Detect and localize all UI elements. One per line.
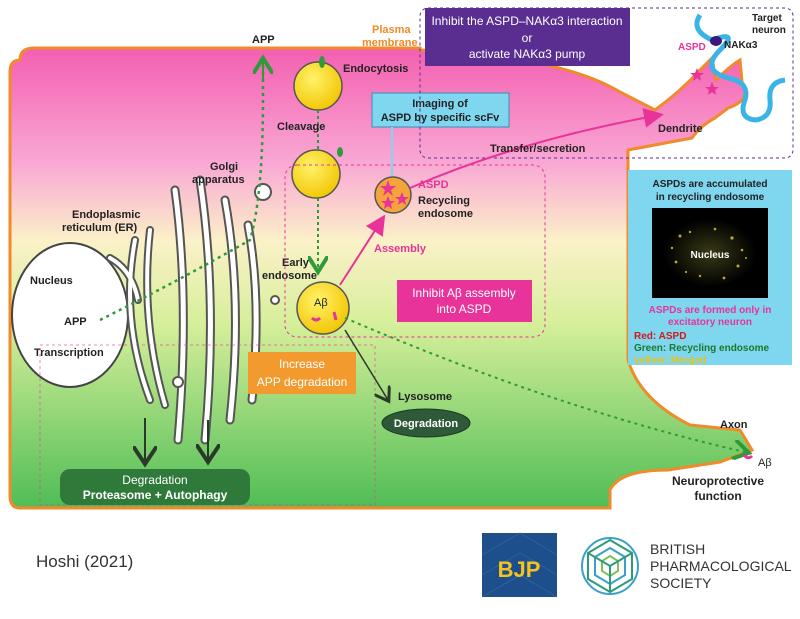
micrograph-caption-1: ASPDs are formed only in bbox=[649, 305, 772, 316]
axon-label: Axon bbox=[720, 419, 748, 431]
golgi-vesicle bbox=[254, 183, 272, 201]
inhibit-assembly-box bbox=[397, 280, 532, 322]
degradation-bottom-line2: Proteasome + Autophagy bbox=[83, 488, 228, 502]
early-endosome-label-1: Early bbox=[282, 257, 310, 269]
assembly-arrow bbox=[339, 214, 386, 286]
recycling-region bbox=[284, 164, 546, 338]
micrograph-title-1: ASPDs are accumulated bbox=[652, 179, 767, 190]
golgi-label-line2: apparatus bbox=[192, 174, 245, 186]
neuroprotective-label-1: Neuroprotective bbox=[672, 474, 764, 488]
aspd-label: ASPD bbox=[418, 179, 449, 191]
plasma-membrane-label-2: membrane bbox=[362, 37, 418, 49]
micrograph-caption-2: excitatory neuron bbox=[668, 317, 752, 328]
endocytosis-label: Endocytosis bbox=[343, 63, 408, 75]
society-name-3: SOCIETY bbox=[650, 575, 712, 591]
aspd-stars bbox=[380, 180, 409, 209]
increase-degradation-line2: APP degradation bbox=[257, 375, 348, 389]
recycling-endosome-label-2: endosome bbox=[418, 208, 473, 220]
inhibit-assembly-line2: into ASPD bbox=[437, 302, 492, 316]
transcription-label: Transcription bbox=[34, 347, 104, 359]
naka3-marker bbox=[710, 36, 722, 46]
abeta-label: Aβ bbox=[314, 297, 328, 309]
society-emblem bbox=[581, 537, 639, 595]
society-name-2: PHARMACOLOGICAL bbox=[650, 558, 792, 574]
inhibit-interaction-line3: activate NAKα3 pump bbox=[469, 47, 586, 61]
transfer-secretion-arrow bbox=[409, 107, 664, 189]
assembly-label: Assembly bbox=[374, 243, 427, 255]
recycling-endosome bbox=[374, 176, 412, 214]
micrograph-legend-yellow: yellow: Merged bbox=[634, 355, 706, 366]
micrograph-legend-red: Red: ASPD bbox=[634, 331, 686, 342]
imaging-box-line1: Imaging of bbox=[412, 98, 468, 110]
imaging-box-line2: ASPD by specific scFv bbox=[381, 112, 500, 124]
er-label-line2: reticulum (ER) bbox=[62, 222, 138, 234]
early-endosome-label-2: endosome bbox=[262, 270, 317, 282]
neuroprotective-label-2: function bbox=[694, 489, 741, 503]
naka3-target-label: NAKα3 bbox=[724, 40, 758, 51]
inhibit-assembly-line1: Inhibit Aβ assembly bbox=[412, 286, 516, 300]
target-aspd-stars bbox=[690, 68, 719, 95]
app-trafficking-path bbox=[99, 62, 265, 322]
app-top-label: APP bbox=[252, 34, 275, 46]
micrograph-speckles bbox=[670, 227, 747, 280]
imaging-box bbox=[371, 92, 510, 128]
transfer-secretion-label: Transfer/secretion bbox=[490, 143, 586, 155]
target-neuron-label-2: neuron bbox=[752, 25, 786, 36]
inhibit-interaction-line1: Inhibit the ASPD–NAKα3 interaction bbox=[431, 14, 622, 28]
citation: Hoshi (2021) bbox=[36, 552, 134, 571]
endocytosis-vesicle bbox=[293, 61, 343, 111]
nucleus bbox=[11, 242, 129, 388]
society-name-1: BRITISH bbox=[650, 541, 705, 557]
lysosome-degradation-label: Degradation bbox=[394, 418, 458, 430]
increase-degradation-line1: Increase bbox=[279, 357, 325, 371]
lysosome-label: Lysosome bbox=[398, 391, 452, 403]
abeta-axon-label: Aβ bbox=[758, 457, 772, 469]
early-endosome bbox=[296, 281, 350, 335]
lysosome-degradation bbox=[381, 408, 471, 438]
degradation-bottom-line1: Degradation bbox=[122, 473, 187, 487]
inhibit-interaction-line2: or bbox=[522, 31, 533, 45]
bjp-logo bbox=[482, 533, 557, 597]
golgi-label-line1: Golgi bbox=[210, 161, 238, 173]
micrograph-title-2: in recycling endosome bbox=[656, 192, 765, 203]
aspd-target-label: ASPD bbox=[678, 42, 706, 53]
increase-degradation-box bbox=[248, 352, 356, 394]
recycling-endosome-label-1: Recycling bbox=[418, 195, 470, 207]
inhibit-interaction-box bbox=[425, 8, 630, 66]
er-label-line1: Endoplasmic bbox=[72, 209, 140, 221]
nucleus-app-label: APP bbox=[64, 316, 87, 328]
micrograph-legend-green: Green: Recycling endosome bbox=[634, 343, 769, 354]
plasma-membrane-label-1: Plasma bbox=[372, 24, 411, 36]
cleavage-vesicle bbox=[291, 149, 341, 199]
micrograph-nucleus-label: Nucleus bbox=[691, 250, 730, 261]
nucleus-label: Nucleus bbox=[30, 275, 73, 287]
cleavage-label: Cleavage bbox=[277, 121, 325, 133]
proteasome-autophagy-box bbox=[60, 469, 250, 505]
dendrite-label: Dendrite bbox=[658, 123, 703, 135]
target-neuron-label-1: Target bbox=[752, 13, 782, 24]
bjp-logo-text: BJP bbox=[498, 557, 541, 582]
